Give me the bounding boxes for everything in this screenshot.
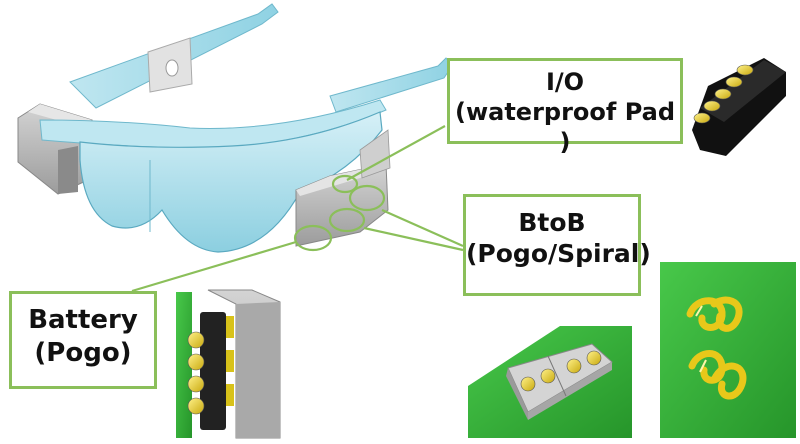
btob-callout-title: BtoB [466,207,638,238]
battery-callout-subtitle: (Pogo) [12,337,154,370]
io-connector-icon [692,58,786,156]
btob-spiral-connector-icon [660,262,796,438]
battery-pogo-connector-icon [172,286,288,438]
btob-callout-subtitle: (Pogo/Spiral) [466,238,638,269]
btob-callout-box: BtoB (Pogo/Spiral) [463,194,641,296]
btob-pogo-connector-icon [462,318,632,438]
io-callout-title: I/O [450,67,680,97]
smart-glasses-illustration [18,4,452,252]
io-callout-box: I/O (waterproof Pad ) [447,58,683,144]
io-callout-subtitle: (waterproof Pad ) [450,97,680,157]
battery-callout-box: Battery (Pogo) [9,291,157,389]
battery-callout-title: Battery [12,304,154,337]
